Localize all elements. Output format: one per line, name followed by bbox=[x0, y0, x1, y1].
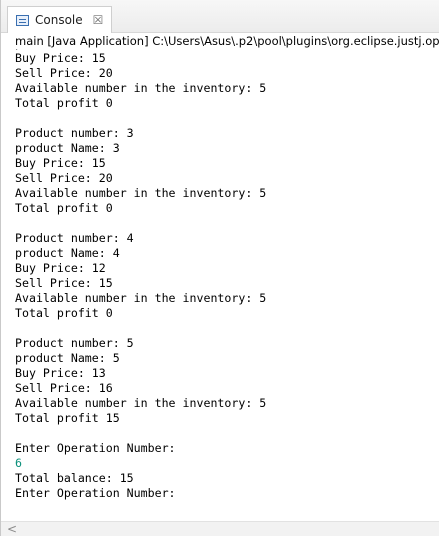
console-line: Total profit 0 bbox=[15, 201, 113, 215]
console-line: Sell Price: 20 bbox=[15, 171, 113, 185]
console-line: Enter Operation Number: bbox=[15, 441, 176, 455]
scroll-left-arrow-icon[interactable]: < bbox=[7, 522, 18, 536]
console-line: Buy Price: 13 bbox=[15, 366, 106, 380]
console-line bbox=[15, 321, 439, 336]
console-line: Available number in the inventory: 5 bbox=[15, 81, 267, 95]
close-icon[interactable]: ☒ bbox=[92, 13, 104, 27]
console-line: Total balance: 15 bbox=[15, 471, 134, 485]
console-line bbox=[15, 111, 439, 126]
console-tab-label: Console bbox=[35, 13, 83, 27]
console-line: Buy Price: 15 bbox=[15, 51, 106, 65]
console-line: Product number: 5 bbox=[15, 336, 134, 350]
console-line: Sell Price: 20 bbox=[15, 66, 113, 80]
console-icon bbox=[16, 14, 29, 26]
console-line: Available number in the inventory: 5 bbox=[15, 186, 267, 200]
console-line: Sell Price: 16 bbox=[15, 381, 113, 395]
view-tab-strip: Console ☒ bbox=[1, 0, 439, 33]
horizontal-scrollbar[interactable]: < bbox=[1, 521, 439, 536]
console-line bbox=[15, 426, 439, 441]
console-line bbox=[15, 216, 439, 231]
console-line: Total profit 15 bbox=[15, 411, 120, 425]
console-line: Product number: 3 bbox=[15, 126, 134, 140]
console-line: product Name: 3 bbox=[15, 141, 120, 155]
console-line: Available number in the inventory: 5 bbox=[15, 291, 267, 305]
console-line: product Name: 5 bbox=[15, 351, 120, 365]
console-line: Total profit 0 bbox=[15, 306, 113, 320]
console-line: Sell Price: 15 bbox=[15, 276, 113, 290]
console-line: Total profit 0 bbox=[15, 96, 113, 110]
console-line: Enter Operation Number: bbox=[15, 486, 176, 500]
console-line: Buy Price: 15 bbox=[15, 156, 106, 170]
console-input-line: 6 bbox=[15, 456, 22, 470]
console-tab[interactable]: Console ☒ bbox=[7, 6, 113, 33]
console-line: Available number in the inventory: 5 bbox=[15, 396, 267, 410]
console-line: product Name: 4 bbox=[15, 246, 120, 260]
launch-info: main [Java Application] C:\Users\Asus\.p… bbox=[15, 33, 439, 49]
console-line: Product number: 4 bbox=[15, 231, 134, 245]
console-line: Buy Price: 12 bbox=[15, 261, 106, 275]
